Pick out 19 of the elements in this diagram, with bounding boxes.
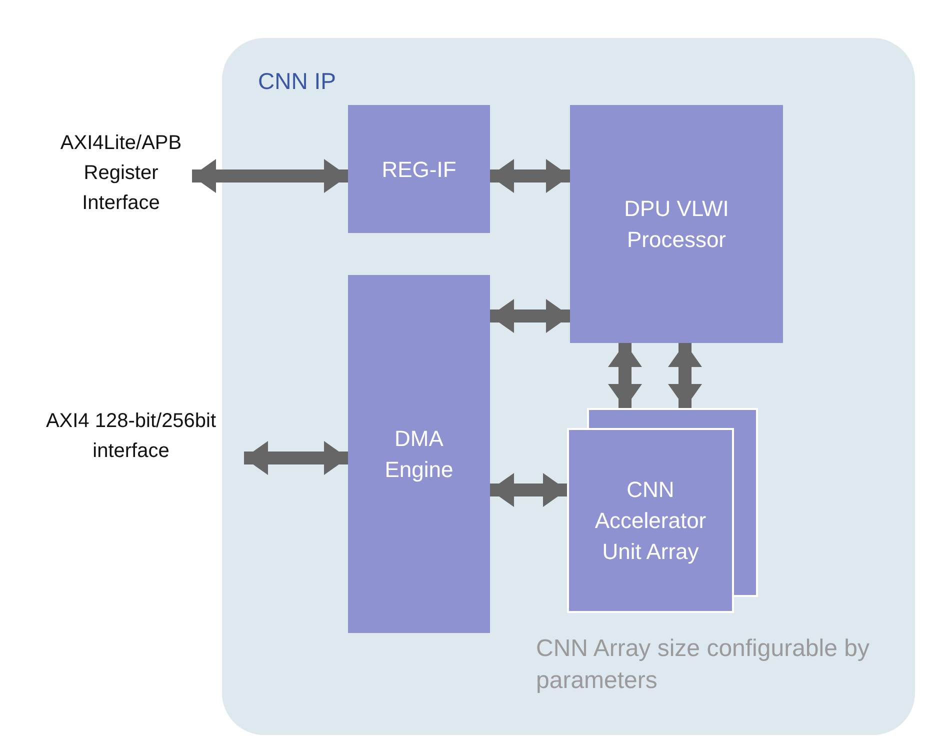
double-arrow — [608, 343, 642, 408]
double-arrow — [490, 299, 570, 333]
double-arrow — [244, 441, 348, 475]
note-text: CNN Array size configurable by parameters — [536, 634, 870, 696]
double-arrow — [668, 343, 702, 408]
module-block — [348, 275, 490, 633]
interface-label: AXI4Lite/APB Register Interface — [59, 131, 183, 216]
double-arrow — [192, 159, 348, 193]
module-block — [348, 105, 490, 233]
container-title: CNN IP — [258, 68, 336, 95]
block-label: DMA Engine — [384, 425, 454, 484]
interface-label: AXI4 128-bit/256bit interface — [44, 409, 218, 464]
block-label: CNN Accelerator Unit Array — [594, 476, 708, 566]
double-arrow — [490, 473, 567, 507]
block-label: REG-IF — [380, 156, 458, 184]
ip-block-container — [222, 38, 915, 735]
double-arrow — [490, 159, 570, 193]
block-label: DPU VLWI Processor — [623, 195, 730, 254]
module-block — [570, 105, 783, 343]
